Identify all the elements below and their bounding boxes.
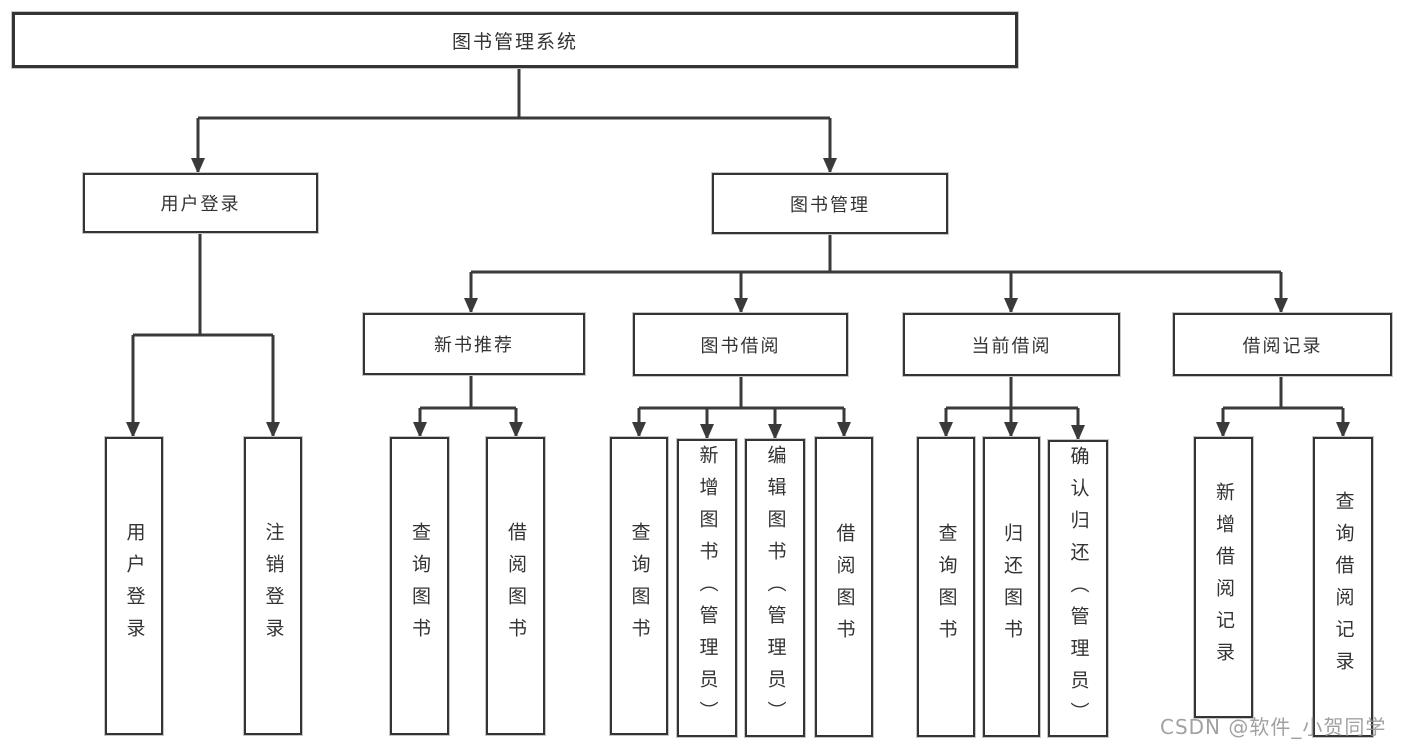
node-label: 归还图书 xyxy=(1001,523,1023,651)
node-label: 借阅记录 xyxy=(1242,335,1323,357)
node-label: 用户登录 xyxy=(123,522,146,650)
node-add-book-admin: 新增图书（管理员） xyxy=(677,439,737,737)
node-label: 图书管理 xyxy=(790,194,870,216)
edge-management-skeleton xyxy=(471,233,1281,274)
edge-recommend-skeleton xyxy=(420,375,516,410)
node-label: 查询图书 xyxy=(935,523,958,651)
node-label: 图书管理系统 xyxy=(451,30,578,53)
node-label: 新书推荐 xyxy=(434,335,514,356)
node-return-book: 归还图书 xyxy=(983,437,1040,737)
edge-login-skeleton xyxy=(133,233,273,337)
node-label: 新增图书（管理员） xyxy=(696,445,719,733)
node-label: 借阅图书 xyxy=(505,522,527,650)
edge-records-skeleton xyxy=(1223,375,1343,410)
node-query-borrow-record: 查询借阅记录 xyxy=(1313,437,1373,737)
node-label: 查询图书 xyxy=(409,522,431,650)
edge-root-skeleton xyxy=(198,68,830,120)
node-label: 确认归还（管理员） xyxy=(1067,446,1090,734)
edge-borrow-skeleton xyxy=(639,375,844,410)
node-book-borrow: 图书借阅 xyxy=(633,313,848,376)
node-borrow-book: 借阅图书 xyxy=(486,437,545,735)
node-add-borrow-record: 新增借阅记录 xyxy=(1194,437,1253,718)
node-label: 查询图书 xyxy=(628,522,651,650)
node-label: 借阅图书 xyxy=(833,523,856,651)
node-label: 用户登录 xyxy=(160,194,241,215)
node-confirm-return-admin: 确认归还（管理员） xyxy=(1048,440,1108,737)
node-user-login-branch: 用户登录 xyxy=(83,173,318,233)
node-current-borrow: 当前借阅 xyxy=(903,313,1120,376)
node-label: 当前借阅 xyxy=(971,335,1052,357)
node-label: 图书借阅 xyxy=(700,335,781,357)
node-logout: 注销登录 xyxy=(244,437,302,735)
node-query-book: 查询图书 xyxy=(610,437,668,735)
node-label: 新增借阅记录 xyxy=(1213,481,1235,674)
node-label: 查询借阅记录 xyxy=(1332,491,1355,683)
node-book-management: 图书管理 xyxy=(712,173,948,234)
node-borrow-records: 借阅记录 xyxy=(1173,313,1392,376)
node-label: 编辑图书（管理员） xyxy=(764,445,787,733)
node-borrow-book: 借阅图书 xyxy=(815,437,873,737)
node-label: 注销登录 xyxy=(262,522,285,650)
node-query-book: 查询图书 xyxy=(917,437,975,737)
node-edit-book-admin: 编辑图书（管理员） xyxy=(745,439,805,737)
node-library-management-system: 图书管理系统 xyxy=(12,12,1018,68)
node-new-book-recommend: 新书推荐 xyxy=(363,313,585,375)
node-user-login: 用户登录 xyxy=(105,437,163,735)
node-query-book: 查询图书 xyxy=(390,437,449,735)
edge-current-skeleton xyxy=(946,375,1078,410)
